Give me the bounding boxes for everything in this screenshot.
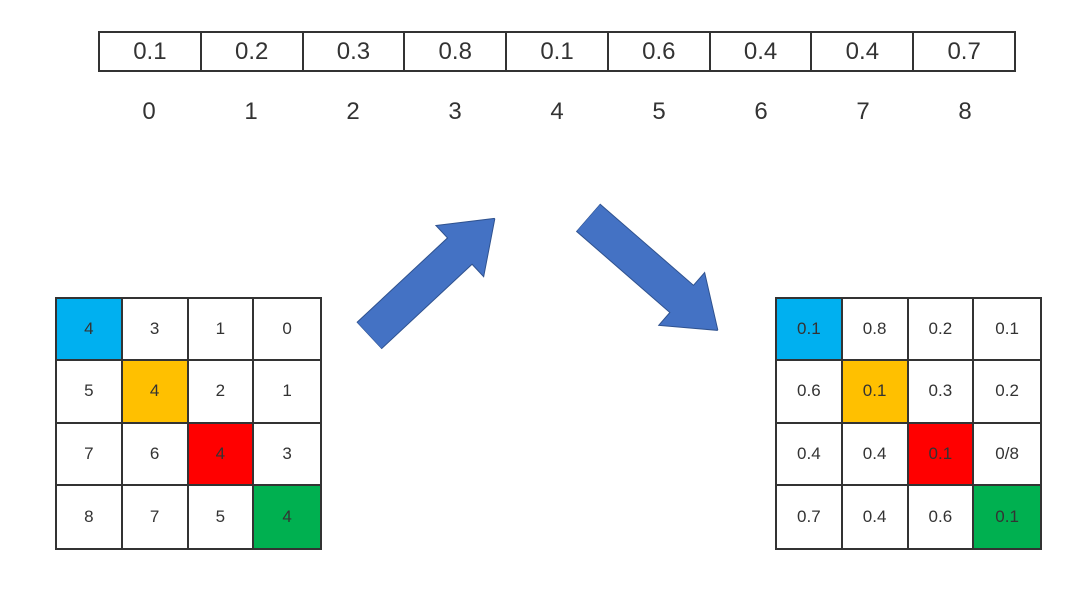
matrix-cell-highlight-red: 0.1 xyxy=(908,423,975,486)
matrix-cell: 5 xyxy=(57,361,123,424)
matrix-cell: 2 xyxy=(188,361,255,424)
array-cell: 0.7 xyxy=(914,33,1015,70)
array-cell: 0.6 xyxy=(608,33,711,70)
left-matrix: 4 3 1 0 5 4 2 1 7 6 4 3 8 7 5 4 xyxy=(55,297,322,550)
matrix-cell-highlight-green: 0.1 xyxy=(974,485,1040,548)
array-cell: 0.1 xyxy=(507,33,609,70)
matrix-cell: 0.3 xyxy=(908,361,975,424)
matrix-cell: 0.4 xyxy=(842,423,909,486)
matrix-cell-highlight-cyan: 4 xyxy=(57,299,123,362)
matrix-cell: 0 xyxy=(254,299,320,362)
array-index-label: 8 xyxy=(958,98,972,125)
arrow-down-right-icon xyxy=(575,203,719,331)
array-cell: 0.3 xyxy=(303,33,406,70)
probability-array: 0.1 0.2 0.3 0.8 0.1 0.6 0.4 0.4 0.7 xyxy=(98,31,1016,72)
matrix-cell: 5 xyxy=(188,485,255,548)
array-cell: 0.4 xyxy=(812,33,915,70)
matrix-cell-highlight-cyan: 0.1 xyxy=(777,299,843,362)
arrow-up-right-icon xyxy=(356,217,496,350)
matrix-cell-highlight-orange: 4 xyxy=(122,361,189,424)
matrix-cell: 7 xyxy=(57,423,123,486)
array-index-label: 4 xyxy=(550,98,564,125)
array-cell: 0.1 xyxy=(100,33,202,70)
matrix-cell: 0.4 xyxy=(777,423,843,486)
array-index-label: 6 xyxy=(754,98,768,125)
array-index-label: 0 xyxy=(142,98,156,125)
matrix-cell: 0.6 xyxy=(777,361,843,424)
matrix-cell: 7 xyxy=(122,485,189,548)
right-matrix: 0.1 0.8 0.2 0.1 0.6 0.1 0.3 0.2 0.4 0.4 … xyxy=(775,297,1042,550)
matrix-cell: 0/8 xyxy=(974,423,1040,486)
matrix-cell-highlight-red: 4 xyxy=(188,423,255,486)
matrix-cell: 0.6 xyxy=(908,485,975,548)
matrix-cell: 1 xyxy=(254,361,320,424)
array-index-label: 5 xyxy=(652,98,666,125)
matrix-cell: 6 xyxy=(122,423,189,486)
matrix-cell-highlight-orange: 0.1 xyxy=(842,361,909,424)
array-index-label: 2 xyxy=(346,98,360,125)
matrix-cell: 0.7 xyxy=(777,485,843,548)
array-cell: 0.8 xyxy=(405,33,508,70)
matrix-cell: 0.1 xyxy=(974,299,1040,362)
matrix-cell-highlight-green: 4 xyxy=(254,485,320,548)
matrix-cell: 0.8 xyxy=(842,299,909,362)
matrix-cell: 3 xyxy=(254,423,320,486)
array-cell: 0.4 xyxy=(710,33,813,70)
array-cell: 0.2 xyxy=(201,33,304,70)
matrix-cell: 8 xyxy=(57,485,123,548)
array-index-label: 3 xyxy=(448,98,462,125)
matrix-cell: 3 xyxy=(122,299,189,362)
matrix-cell: 0.2 xyxy=(974,361,1040,424)
array-index-label: 1 xyxy=(244,98,258,125)
matrix-cell: 1 xyxy=(188,299,255,362)
matrix-cell: 0.2 xyxy=(908,299,975,362)
array-index-row: 0 1 2 3 4 5 6 7 8 xyxy=(98,96,1016,128)
array-index-label: 7 xyxy=(856,98,870,125)
matrix-cell: 0.4 xyxy=(842,485,909,548)
